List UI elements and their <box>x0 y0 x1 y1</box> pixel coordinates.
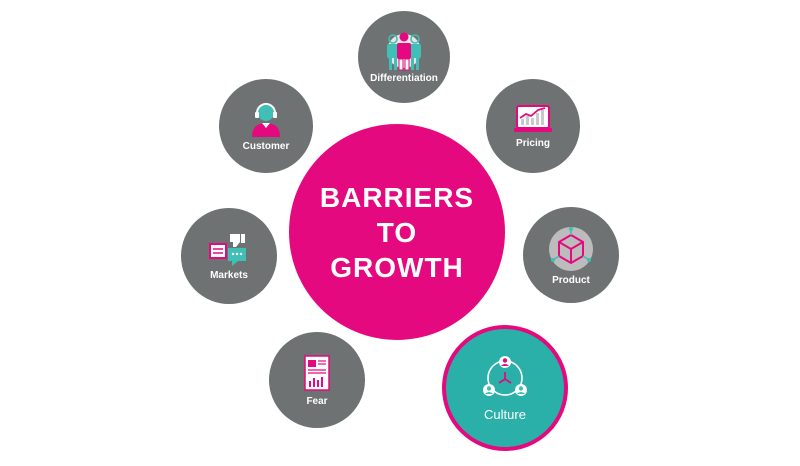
report-document-icon <box>304 354 330 391</box>
node-customer[interactable]: Customer <box>219 79 313 173</box>
hub-line-1: BARRIERS <box>319 181 475 213</box>
culture-label: Culture <box>484 406 526 422</box>
node-differentiation[interactable]: Differentiation <box>358 11 450 103</box>
hub-line-3: GROWTH <box>330 251 464 283</box>
node-fear[interactable]: Fear <box>269 332 365 428</box>
customer-service-headset-icon <box>252 102 280 137</box>
team-people-icon <box>387 32 421 70</box>
product-label: Product <box>552 274 590 286</box>
node-pricing[interactable]: Pricing <box>486 79 580 173</box>
customer-label: Customer <box>242 140 290 152</box>
central-hub: BARRIERS TO GROWTH <box>289 124 505 340</box>
cube-network-icon <box>549 226 593 271</box>
differentiation-label: Differentiation <box>370 72 438 84</box>
markets-label: Markets <box>210 269 248 281</box>
node-product[interactable]: Product <box>523 207 619 303</box>
pricing-label: Pricing <box>516 137 550 149</box>
people-network-icon <box>483 355 527 396</box>
laptop-growth-chart-icon <box>514 104 552 132</box>
hub-line-2: TO <box>376 216 418 248</box>
fear-label: Fear <box>306 395 328 407</box>
node-culture[interactable]: Culture <box>442 325 568 451</box>
thumbs-down-chat-icon <box>209 233 246 266</box>
node-markets[interactable]: Markets <box>181 208 277 304</box>
